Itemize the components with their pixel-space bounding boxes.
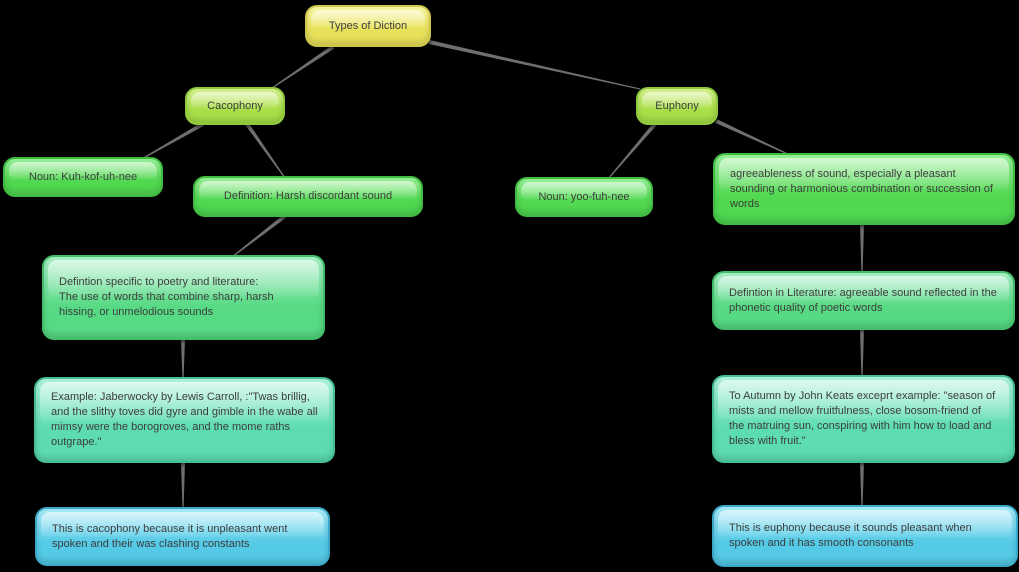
node-cacophony-definition[interactable]: Definition: Harsh discordant sound — [193, 176, 423, 217]
node-cacophony[interactable]: Cacophony — [185, 87, 285, 125]
edge-euphony-eup-noun — [607, 122, 657, 180]
node-cacophony-literature-definition[interactable]: Defintion specific to poetry and literat… — [42, 255, 325, 340]
node-label: agreeableness of sound, especially a ple… — [730, 167, 993, 210]
edge-root-euphony — [428, 40, 641, 90]
node-label: Defintion specific to poetry and literat… — [59, 276, 274, 318]
node-label: Euphony — [655, 99, 699, 112]
node-euphony-definition[interactable]: agreeableness of sound, especially a ple… — [713, 153, 1015, 225]
node-euphony-literature-definition[interactable]: Defintion in Literature: agreeable sound… — [712, 271, 1015, 330]
edge-cacophony-cac-noun — [139, 122, 204, 161]
node-euphony-example[interactable]: To Autumn by John Keats exceprt example:… — [712, 375, 1015, 463]
edge-eup-def-eup-deflit — [860, 224, 864, 272]
edge-cac-deflit-cac-example — [181, 339, 185, 378]
node-label: To Autumn by John Keats exceprt example:… — [729, 390, 996, 447]
node-label: Definition: Harsh discordant sound — [223, 190, 393, 202]
node-euphony-noun[interactable]: Noun: yoo-fuh-nee — [515, 177, 653, 217]
edge-cac-example-cac-conclusion — [181, 462, 185, 508]
node-euphony-conclusion[interactable]: This is euphony because it sounds pleasa… — [712, 505, 1018, 567]
node-label: Noun: Kuh-kof-uh-nee — [28, 170, 138, 183]
node-label: Types of Diction — [328, 19, 408, 32]
node-cacophony-noun[interactable]: Noun: Kuh-kof-uh-nee — [3, 157, 163, 197]
edge-eup-example-eup-conclusion — [860, 462, 864, 506]
node-label: This is cacophony because it is unpleasa… — [52, 522, 288, 550]
node-label: This is euphony because it sounds pleasa… — [729, 522, 972, 549]
node-label: Cacophony — [207, 99, 263, 112]
node-label: Defintion in Literature: agreeable sound… — [729, 286, 997, 314]
node-label: Noun: yoo-fuh-nee — [538, 190, 630, 203]
edge-eup-deflit-eup-example — [860, 329, 864, 376]
edge-root-cacophony — [271, 45, 335, 89]
node-cacophony-example[interactable]: Example: Jaberwocky by Lewis Carroll, :"… — [34, 377, 335, 463]
edge-cacophony-cac-def — [245, 122, 286, 179]
node-euphony[interactable]: Euphony — [636, 87, 718, 125]
node-label: Example: Jaberwocky by Lewis Carroll, :"… — [51, 391, 318, 448]
node-types-of-diction[interactable]: Types of Diction — [305, 5, 431, 47]
edge-cac-def-cac-deflit — [231, 214, 287, 258]
node-cacophony-conclusion[interactable]: This is cacophony because it is unpleasa… — [35, 507, 330, 566]
edge-euphony-eup-def — [715, 119, 791, 156]
